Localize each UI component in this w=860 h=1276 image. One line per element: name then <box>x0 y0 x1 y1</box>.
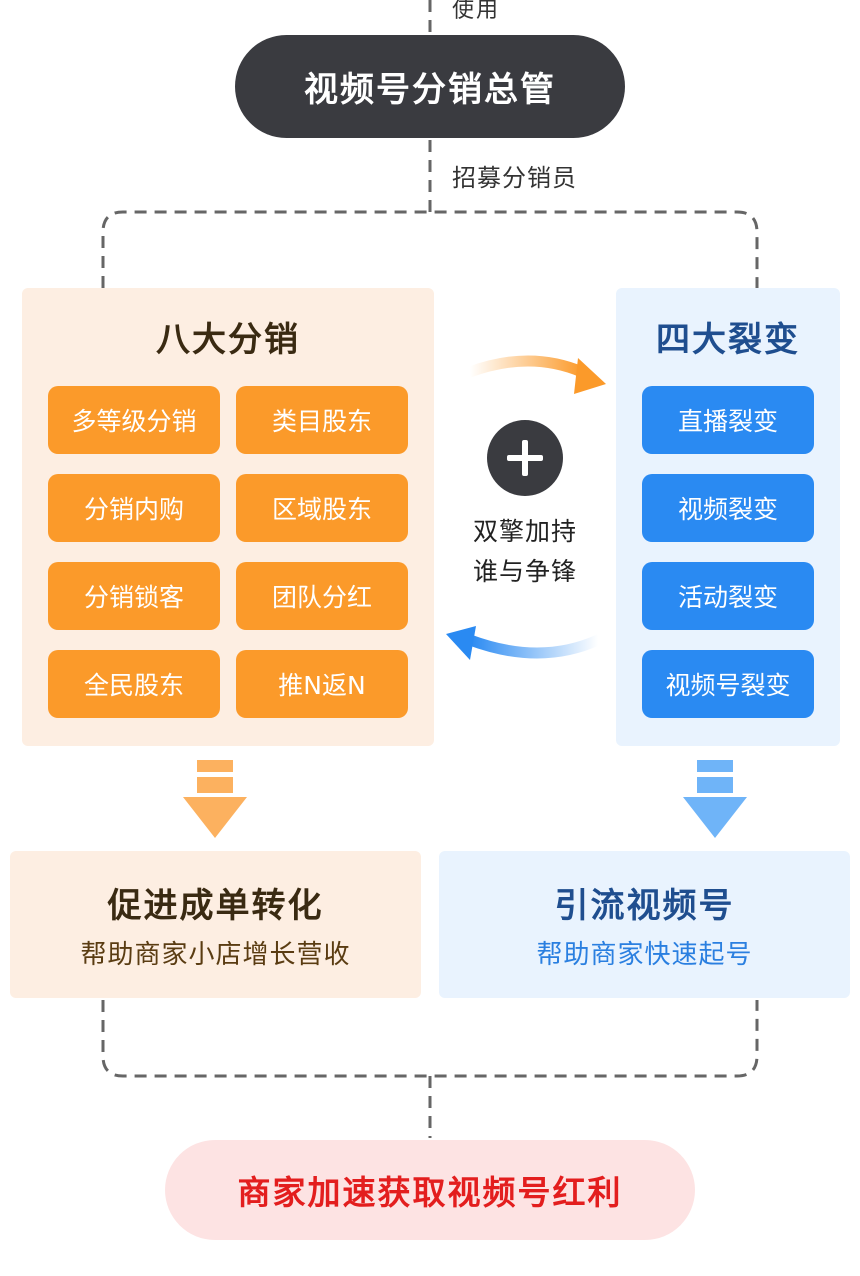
final-outcome-pill: 商家加速获取视频号红利 <box>165 1140 695 1240</box>
traffic-result-box <box>439 851 850 998</box>
conversion-result-box <box>10 851 421 998</box>
fission-panel-title: 四大裂变 <box>656 320 800 360</box>
recruit-label: 招募分销员 <box>452 164 577 192</box>
top-usage-label: 使用 <box>452 0 501 23</box>
distribution-item: 团队分红 <box>236 562 408 630</box>
fission-item: 视频号裂变 <box>642 650 814 718</box>
traffic-subtitle: 帮助商家快速起号 <box>536 940 753 970</box>
fission-item: 活动裂变 <box>642 562 814 630</box>
distribution-item: 分销锁客 <box>48 562 220 630</box>
dual-engine-line1: 双擎加持 <box>472 517 577 546</box>
traffic-title: 引流视频号 <box>554 886 735 926</box>
dual-engine-line2: 谁与争锋 <box>472 557 577 586</box>
fission-item: 视频裂变 <box>642 474 814 542</box>
distribution-item: 推N返N <box>236 650 408 718</box>
distribution-item: 类目股东 <box>236 386 408 454</box>
dual-engine-text: 双擎加持 谁与争锋 <box>455 512 595 592</box>
conversion-subtitle: 帮助商家小店增长营收 <box>80 940 351 970</box>
distribution-panel-title: 八大分销 <box>156 320 300 360</box>
manager-pill: 视频号分销总管 <box>235 35 625 138</box>
distribution-item: 区域股东 <box>236 474 408 542</box>
conversion-title: 促进成单转化 <box>107 886 324 926</box>
plus-icon <box>487 420 563 496</box>
fission-item: 直播裂变 <box>642 386 814 454</box>
distribution-item: 多等级分销 <box>48 386 220 454</box>
distribution-item: 分销内购 <box>48 474 220 542</box>
distribution-item: 全民股东 <box>48 650 220 718</box>
